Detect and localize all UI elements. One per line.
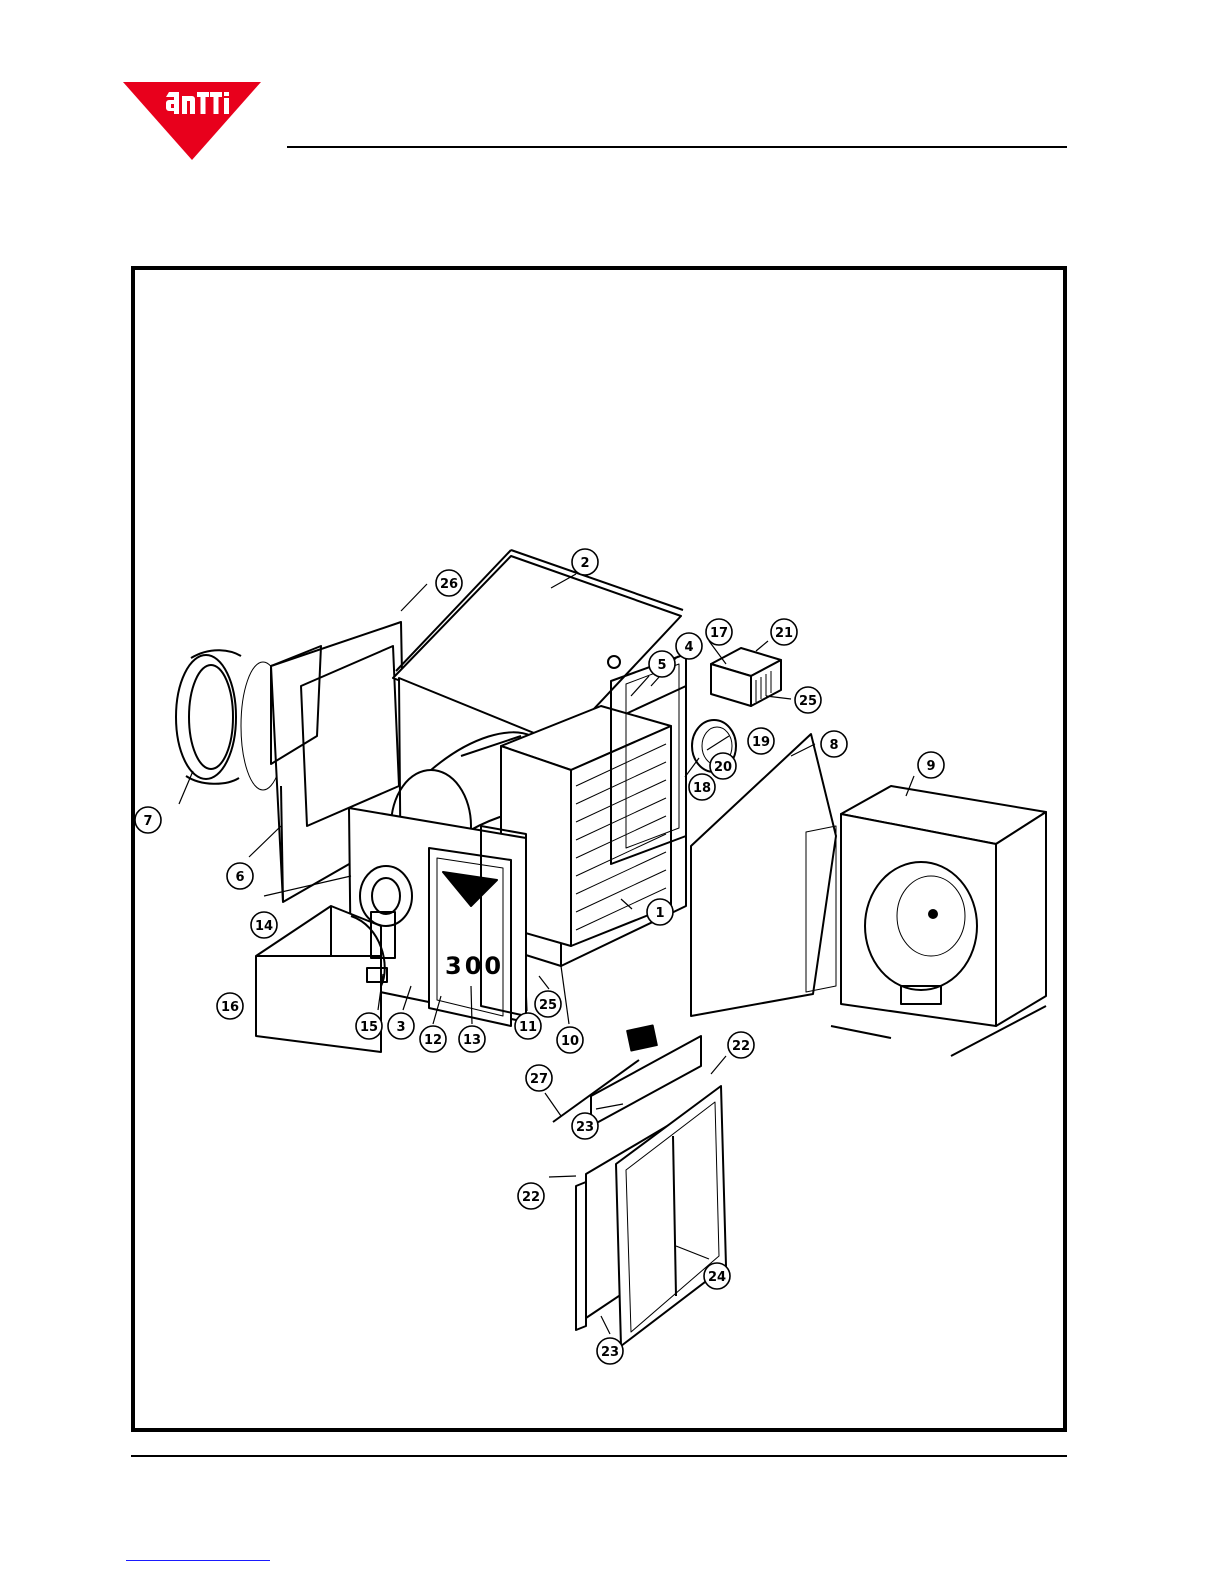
part-burner-cover bbox=[256, 906, 385, 1052]
part-control-box bbox=[711, 648, 781, 706]
part-access-door bbox=[576, 1036, 726, 1346]
exploded-view-diagram: 300 bbox=[131, 266, 1067, 1432]
company-logo bbox=[123, 82, 261, 160]
header-rule bbox=[287, 146, 1067, 148]
door-number: 300 bbox=[445, 952, 504, 980]
footer-link-underline[interactable] bbox=[126, 1560, 270, 1561]
footer-rule bbox=[131, 1455, 1067, 1457]
part-fan-unit bbox=[831, 786, 1046, 1056]
part-inspection-door: 300 bbox=[429, 848, 511, 1026]
part-outlet-transition bbox=[691, 734, 836, 1016]
part-duct-ring bbox=[176, 650, 285, 790]
